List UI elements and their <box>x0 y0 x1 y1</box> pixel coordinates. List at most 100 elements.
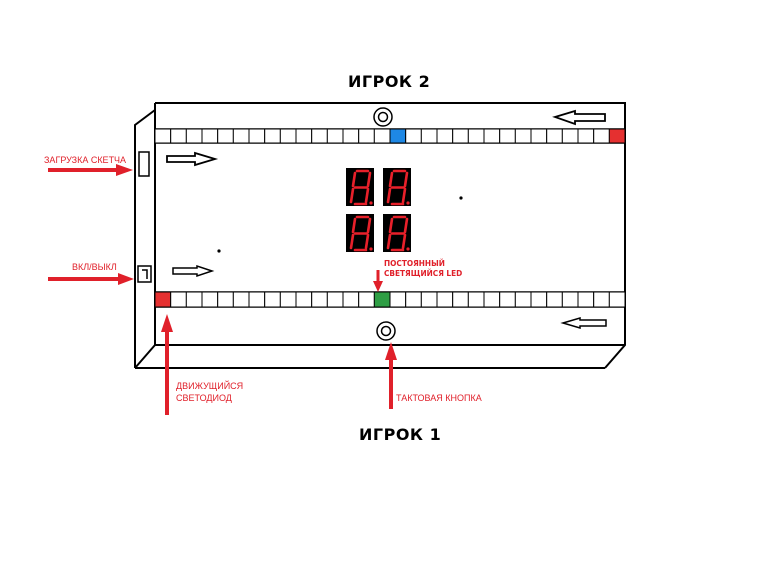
led-cell <box>467 291 485 308</box>
led-cell <box>232 291 250 308</box>
tact-button-icon[interactable] <box>373 107 393 127</box>
segment-f <box>351 171 357 188</box>
annotation-arrows <box>48 164 397 415</box>
led-cell <box>436 128 454 144</box>
led-strip-player-2 <box>154 128 626 144</box>
digit-2 <box>383 168 411 206</box>
steady-led-label-line-2: СВЕТЯЩИЙСЯ LED <box>384 269 463 278</box>
decimal-point <box>369 201 373 205</box>
seven-segment-display-icon <box>346 168 411 252</box>
led-cell <box>326 128 344 144</box>
led-cell <box>452 291 469 308</box>
led-cell <box>342 128 360 144</box>
led-cell-lit <box>389 128 407 144</box>
digit-1 <box>346 168 374 206</box>
led-cell <box>248 128 266 144</box>
digit-4 <box>383 214 411 252</box>
segment-e <box>349 233 355 250</box>
tact-button-label: ТАКТОВАЯ КНОПКА <box>396 393 482 403</box>
led-cell <box>279 291 297 308</box>
led-cell <box>405 128 422 144</box>
digit-3 <box>346 214 374 252</box>
led-cell <box>452 128 469 144</box>
dot-marker <box>459 196 463 200</box>
segment-f <box>351 217 357 234</box>
segment-b <box>366 217 372 234</box>
led-cell <box>577 128 595 144</box>
decimal-point <box>369 247 373 251</box>
led-cell <box>467 128 485 144</box>
led-cell <box>608 291 626 308</box>
segment-f <box>388 171 394 188</box>
led-cell <box>185 128 203 144</box>
steady-led-label-line-1: ПОСТОЯННЫЙ <box>384 259 445 268</box>
arrow-right-icon <box>166 151 219 167</box>
led-cell <box>561 128 579 144</box>
led-cell <box>232 128 250 144</box>
led-cell <box>170 291 187 308</box>
led-cell <box>514 128 532 144</box>
led-cell <box>593 291 610 308</box>
player-2-label: ИГРОК 2 <box>348 72 431 91</box>
led-cell <box>248 291 266 308</box>
segment-b <box>366 171 372 188</box>
led-cell <box>264 291 281 308</box>
led-cell <box>342 291 360 308</box>
led-cell <box>185 291 203 308</box>
led-cell <box>530 128 548 144</box>
led-cell <box>530 291 548 308</box>
decimal-point <box>406 247 410 251</box>
power-switch-icon[interactable] <box>137 265 152 283</box>
led-cell <box>170 128 187 144</box>
led-cell <box>514 291 532 308</box>
arrow-left-icon <box>552 109 606 126</box>
led-cell <box>546 291 563 308</box>
moving-led-label-line-2: СВЕТОДИОД <box>176 393 232 403</box>
led-cell <box>420 128 438 144</box>
segment-b <box>403 217 409 234</box>
led-cell <box>217 128 234 144</box>
led-cell <box>201 128 219 144</box>
led-cell <box>154 128 172 144</box>
led-cell <box>593 128 610 144</box>
led-cell <box>311 291 328 308</box>
sketch-upload-label: ЗАГРУЗКА СКЕТЧА <box>44 155 127 165</box>
led-cell <box>420 291 438 308</box>
led-cell <box>295 128 313 144</box>
led-cell <box>546 128 563 144</box>
led-cell <box>201 291 219 308</box>
led-cell <box>279 128 297 144</box>
led-cell <box>217 291 234 308</box>
led-cell <box>499 291 516 308</box>
segment-e <box>386 187 392 204</box>
segment-c <box>401 233 407 250</box>
led-cell <box>295 291 313 308</box>
led-cell <box>499 128 516 144</box>
tact-button-icon[interactable] <box>376 321 396 341</box>
segment-c <box>364 233 370 250</box>
led-cell-lit <box>154 291 172 308</box>
segment-e <box>349 187 355 204</box>
segment-e <box>386 233 392 250</box>
dot-marker <box>217 249 221 253</box>
led-strip-player-1 <box>154 291 626 308</box>
led-cell <box>389 291 407 308</box>
power-label: ВКЛ/ВЫКЛ <box>72 262 117 272</box>
led-cell <box>561 291 579 308</box>
led-cell <box>373 128 391 144</box>
arrow-left-icon <box>560 316 607 330</box>
led-cell <box>358 128 375 144</box>
segment-c <box>401 187 407 204</box>
led-cell <box>358 291 375 308</box>
led-cell-lit <box>373 291 391 308</box>
led-cell <box>405 291 422 308</box>
led-cell <box>483 291 501 308</box>
led-cell <box>577 291 595 308</box>
decimal-point <box>406 201 410 205</box>
led-cell <box>264 128 281 144</box>
segment-f <box>388 217 394 234</box>
segment-b <box>403 171 409 188</box>
moving-led-label-line-1: ДВИЖУЩИЙСЯ <box>176 381 244 391</box>
player-1-label: ИГРОК 1 <box>359 425 442 444</box>
led-cell-lit <box>608 128 626 144</box>
